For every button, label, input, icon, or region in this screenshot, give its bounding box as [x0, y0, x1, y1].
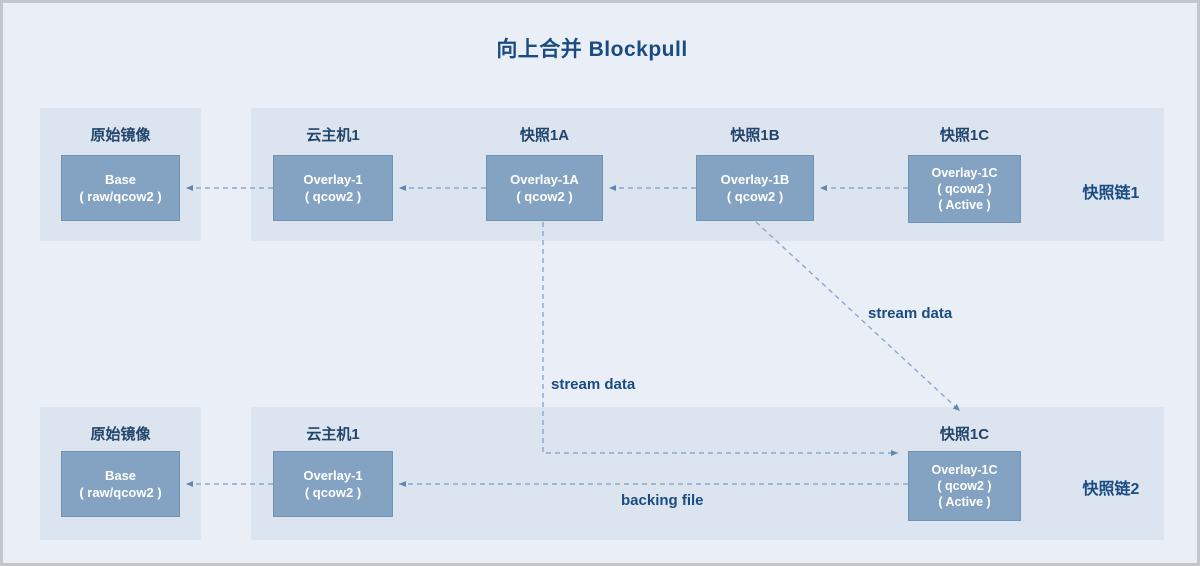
chain2-overlay1c-line2: ( qcow2 ): [937, 479, 992, 493]
chain1-overlay1-line2: ( qcow2 ): [304, 189, 362, 204]
stream-data-label-vertical: stream data: [551, 376, 636, 393]
chain1-node4-label: 快照1C: [939, 127, 990, 144]
chain2-overlay1c-box: Overlay-1C ( qcow2 ) ( Active ): [908, 451, 1021, 521]
backing-file-label: backing file: [621, 492, 704, 509]
chain2-overlay1-line1: Overlay-1: [303, 467, 363, 483]
chain1-overlay1c-line3: ( Active ): [938, 198, 991, 212]
chain2-base-box: Base ( raw/qcow2 ): [61, 451, 180, 517]
chain2-overlay1-line2: ( qcow2 ): [304, 485, 362, 500]
stream-data-label-diagonal: stream data: [868, 305, 953, 322]
chain1-overlay1-line1: Overlay-1: [303, 171, 363, 187]
chain1-overlay1-box: Overlay-1 ( qcow2 ): [273, 155, 393, 221]
chain2-base-label: 原始镜像: [90, 426, 151, 443]
chain1-name-label: 快照链1: [1082, 185, 1140, 202]
chain1-base-label: 原始镜像: [90, 127, 151, 144]
chain1-overlay1b-line2: ( qcow2 ): [726, 189, 784, 204]
chain2-node1-label: 云主机1: [306, 426, 360, 443]
chain1-overlay1b-box: Overlay-1B ( qcow2 ): [696, 155, 814, 221]
chain1-base-box: Base ( raw/qcow2 ): [61, 155, 180, 221]
chain1-node3-label: 快照1B: [730, 127, 780, 144]
chain1-node2-label: 快照1A: [519, 127, 570, 144]
chain1-base-line1: Base: [104, 171, 137, 187]
chain2-base-line2: ( raw/qcow2 ): [79, 485, 162, 500]
chain1-overlay1c-box: Overlay-1C ( qcow2 ) ( Active ): [908, 155, 1021, 223]
chain1-overlay1c-line2: ( qcow2 ): [937, 182, 992, 196]
chain2-node2-label: 快照1C: [939, 426, 990, 443]
chain1-overlay1b-line1: Overlay-1B: [720, 171, 790, 187]
diagram-title: 向上合并 Blockpull: [496, 38, 688, 61]
chain1-node1-label: 云主机1: [306, 127, 360, 144]
chain2-overlay1c-line1: Overlay-1C: [931, 463, 998, 477]
chain1-overlay1c-line1: Overlay-1C: [931, 166, 998, 180]
chain1-overlay1a-line1: Overlay-1A: [510, 171, 579, 187]
chain1-base-line2: ( raw/qcow2 ): [79, 189, 162, 204]
chain2-overlay1-box: Overlay-1 ( qcow2 ): [273, 451, 393, 517]
chain1-overlay1a-box: Overlay-1A ( qcow2 ): [486, 155, 603, 221]
chain1-overlay1a-line2: ( qcow2 ): [516, 189, 573, 204]
chain2-name-label: 快照链2: [1082, 481, 1140, 498]
chain2-overlay1c-line3: ( Active ): [938, 495, 991, 509]
chain2-base-line1: Base: [104, 467, 137, 483]
